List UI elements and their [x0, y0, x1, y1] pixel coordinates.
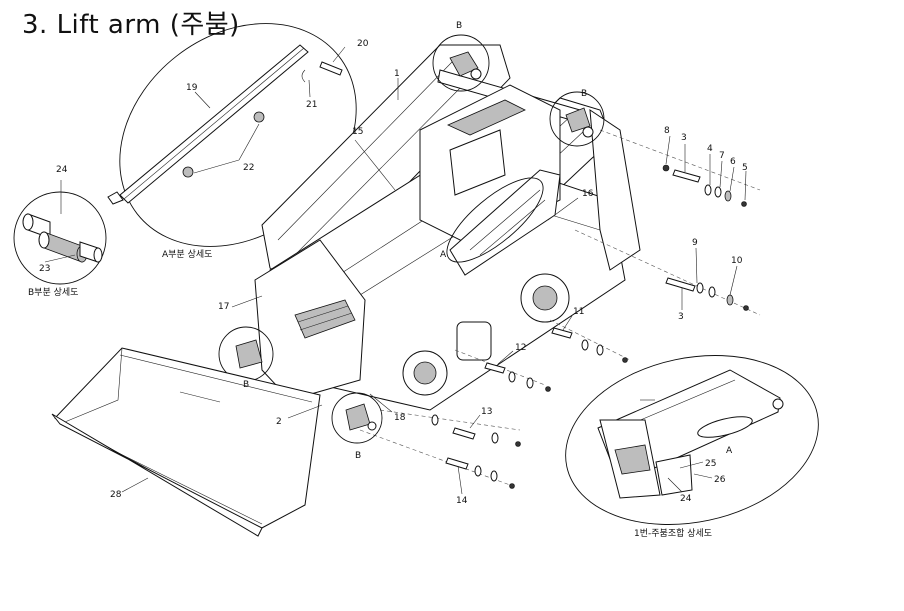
zone-letters: B B B B A A [243, 21, 733, 461]
callout-19: 19 [186, 83, 198, 93]
callout-26: 25 [705, 459, 716, 469]
callout-10: 10 [731, 256, 743, 266]
callout-5: 5 [742, 163, 748, 173]
bucket [51, 347, 321, 537]
zone-b-circles [218, 34, 605, 444]
callout-1: 1 [394, 69, 400, 79]
zone-b-top-right: B [581, 89, 587, 99]
zone-b-bottom-left: B [243, 380, 249, 390]
hardware-stacks [431, 164, 749, 489]
detail-1-bubble [565, 355, 819, 525]
zone-b-top-left: B [456, 21, 462, 31]
zone-b-bottom-right: B [355, 451, 361, 461]
callout-14: 14 [456, 496, 468, 506]
callout-2: 2 [276, 417, 282, 427]
callout-15: 15 [352, 127, 363, 137]
callout-3: 3 [681, 133, 687, 143]
callout-25: 24 [680, 494, 692, 504]
machine-frame [254, 44, 761, 486]
zone-a-detail: A [726, 446, 733, 456]
caption-detail-1: 1번-주붐조합 상세도 [634, 528, 712, 539]
callout-23: 23 [39, 264, 50, 274]
callout-17: 17 [218, 302, 229, 312]
callout-18: 18 [394, 413, 406, 423]
callout-24: 24 [56, 165, 68, 175]
callout-labels: 1 2 3 3 4 5 6 7 8 9 10 11 12 13 14 15 16… [39, 39, 748, 506]
page-title: 3. Lift arm (주붐) [22, 10, 240, 40]
caption-detail-a: A부분 상세도 [162, 249, 212, 260]
callout-11: 11 [573, 307, 584, 317]
leader-lines [121, 78, 747, 495]
callout-7: 7 [719, 151, 725, 161]
callout-3b: 3 [678, 312, 684, 322]
callout-20: 20 [357, 39, 369, 49]
detail-a-bubble [107, 23, 357, 247]
callout-27: 26 [714, 475, 726, 485]
callout-13: 13 [481, 407, 492, 417]
callout-12: 12 [515, 343, 526, 353]
detail-captions: A부분 상세도 B부분 상세도 1번-주붐조합 상세도 [28, 249, 712, 539]
callout-9: 9 [692, 238, 698, 248]
caption-detail-b: B부분 상세도 [28, 287, 78, 298]
callout-16: 16 [582, 189, 594, 199]
callout-8: 8 [664, 126, 670, 136]
detail-b-bubble [13, 180, 107, 285]
callout-22: 22 [243, 163, 254, 173]
callout-21: 21 [306, 100, 317, 110]
callout-28: 28 [110, 490, 122, 500]
zone-a-main: A [440, 250, 447, 260]
callout-4: 4 [707, 144, 713, 154]
callout-6: 6 [730, 157, 736, 167]
